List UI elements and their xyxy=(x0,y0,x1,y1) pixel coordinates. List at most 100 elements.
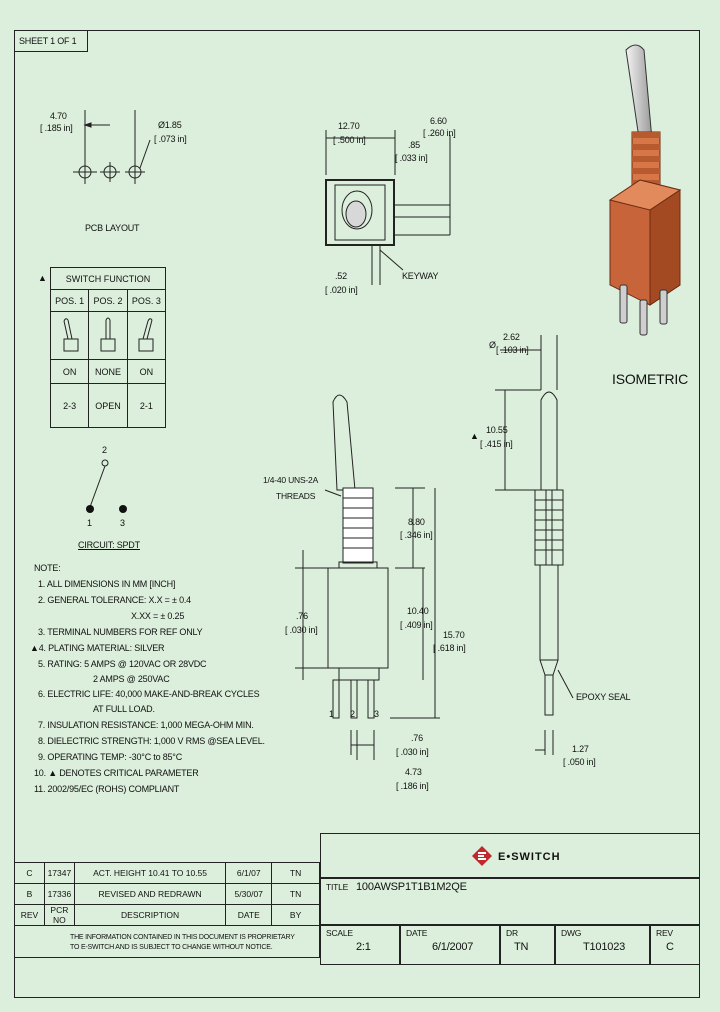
switch-pos1-state: ON xyxy=(49,359,90,384)
revision-table: C 17347 ACT. HEIGHT 10.41 TO 10.55 6/1/0… xyxy=(14,862,320,926)
rev-date: 5/30/07 xyxy=(225,883,273,905)
rev-date: 6/1/07 xyxy=(225,862,273,884)
epoxy-seal-label: EPOXY SEAL xyxy=(576,692,631,702)
scale-value: 2:1 xyxy=(356,941,371,953)
switch-function-marker: ▲ xyxy=(38,273,47,283)
isometric-view xyxy=(608,44,682,336)
rev-by: TN xyxy=(271,883,320,905)
notes-title: NOTE: xyxy=(34,563,61,573)
circuit-pin-3: 3 xyxy=(120,518,125,528)
top-view-drawing xyxy=(325,130,451,285)
lever-height-dim: 10.55 xyxy=(486,425,508,435)
thread-length-dim-in: [ .346 in] xyxy=(400,530,433,540)
rev-header-date: DATE xyxy=(225,904,273,926)
drawn-by-value: TN xyxy=(514,941,529,953)
sheet-frame xyxy=(14,30,700,998)
rev-box xyxy=(650,925,700,965)
lever-height-dim-in: [ .415 in] xyxy=(480,439,513,449)
total-height-dim: 15.70 xyxy=(443,630,465,640)
side-pin-1: 1 xyxy=(329,709,334,719)
date-box xyxy=(400,925,500,965)
rev-header-by: BY xyxy=(271,904,320,926)
switch-pos3-header: POS. 3 xyxy=(126,289,167,312)
switch-pos2-connection: OPEN xyxy=(88,383,128,428)
revision-header-row: REV PCR NO DESCRIPTION DATE BY xyxy=(14,904,320,926)
rev-header-pcr: PCR NO xyxy=(43,904,75,926)
top-dim-c: .52 xyxy=(335,271,347,281)
keyway-label: KEYWAY xyxy=(402,271,439,281)
switch-pos1-connection: 2-3 xyxy=(49,383,90,428)
pcb-pitch-dim-in: [ .185 in] xyxy=(40,123,73,133)
note-3: 3. TERMINAL NUMBERS FOR REF ONLY xyxy=(38,627,203,637)
switch-pos1-header: POS. 1 xyxy=(49,289,90,312)
revision-row: B 17336 REVISED AND REDRAWN 5/30/07 TN xyxy=(14,883,320,905)
rev-description: REVISED AND REDRAWN xyxy=(73,883,227,905)
drawn-by-label: DR xyxy=(506,928,518,938)
eswitch-logo-icon xyxy=(472,846,492,866)
total-height-dim-in: [ .618 in] xyxy=(433,643,466,653)
top-dim-c-in: [ .020 in] xyxy=(325,285,358,295)
lever-height-marker: ▲ xyxy=(470,431,479,441)
dwg-value: T101023 xyxy=(583,941,626,953)
circuit-pin-2: 2 xyxy=(102,445,107,455)
rev-description: ACT. HEIGHT 10.41 TO 10.55 xyxy=(73,862,227,884)
date-label: DATE xyxy=(406,928,428,938)
flange-dim-in: [ .030 in] xyxy=(285,625,318,635)
switch-pos3-connection: 2-1 xyxy=(126,383,167,428)
note-4: ▲4. PLATING MATERIAL: SILVER xyxy=(30,643,165,653)
rev-label: REV xyxy=(656,928,673,938)
pin-pitch-dim-in: [ .186 in] xyxy=(396,781,429,791)
thread-length-dim: 8.80 xyxy=(408,517,425,527)
note-5: 5. RATING: 5 AMPS @ 120VAC OR 28VDC xyxy=(38,659,207,669)
lever-pos2-icon xyxy=(88,311,128,360)
threads-spec: 1/4-40 UNS-2A xyxy=(263,475,319,485)
lever-pos3-icon xyxy=(126,311,167,360)
flange-dim: .76 xyxy=(296,611,308,621)
circuit-label: CIRCUIT: SPDT xyxy=(78,540,140,550)
note-10: 10. ▲ DENOTES CRITICAL PARAMETER xyxy=(34,768,199,778)
top-dim-b: 6.60 xyxy=(430,116,447,126)
note-7: 7. INSULATION RESISTANCE: 1,000 MEGA-OHM… xyxy=(38,720,254,730)
drawing-title: 100AWSP1T1B1M2QE xyxy=(356,881,467,893)
lever-dia-dim-in: [ .103 in] xyxy=(496,345,529,355)
eswitch-logo-text: E•SWITCH xyxy=(498,851,561,863)
rev-code: B xyxy=(14,883,45,905)
lever-pos1-icon xyxy=(49,311,90,360)
top-width-dim-in: [ .500 in] xyxy=(333,135,366,145)
rev-code: C xyxy=(14,862,45,884)
note-2: 2. GENERAL TOLERANCE: X.X = ± 0.4 xyxy=(38,595,191,605)
dwg-label: DWG xyxy=(561,928,582,938)
threads-label: THREADS xyxy=(276,491,316,501)
pin-thickness-dim: 1.27 xyxy=(572,744,589,754)
disclaimer-box xyxy=(14,925,320,958)
pcb-hole-dim-in: [ .073 in] xyxy=(154,134,187,144)
disclaimer-line-1: THE INFORMATION CONTAINED IN THIS DOCUME… xyxy=(70,934,295,941)
top-dim-a-in: [ .033 in] xyxy=(395,153,428,163)
side-view-drawing xyxy=(295,394,440,760)
note-11: 11. 2002/95/EC (ROHS) COMPLIANT xyxy=(34,784,180,794)
pin-width-dim-in: [ .030 in] xyxy=(396,747,429,757)
circuit-pin-1: 1 xyxy=(87,518,92,528)
lever-dia-symbol: Ø xyxy=(489,340,496,350)
date-value: 6/1/2007 xyxy=(432,941,474,953)
switch-pos2-state: NONE xyxy=(88,359,128,384)
pin-pitch-dim: 4.73 xyxy=(405,767,422,777)
sheet-label-box xyxy=(14,30,88,52)
title-box xyxy=(320,878,700,925)
dwg-box xyxy=(555,925,650,965)
switch-pos3-state: ON xyxy=(126,359,167,384)
note-5b: 2 AMPS @ 250VAC xyxy=(93,674,170,684)
top-dim-a: .85 xyxy=(408,140,420,150)
logo-box xyxy=(320,833,700,878)
sheet-label: SHEET 1 OF 1 xyxy=(19,36,77,46)
note-1: 1. ALL DIMENSIONS IN MM [INCH] xyxy=(38,579,176,589)
title-label: TITLE xyxy=(326,882,349,892)
scale-label: SCALE xyxy=(326,928,353,938)
note-6b: AT FULL LOAD. xyxy=(93,704,155,714)
note-8: 8. DIELECTRIC STRENGTH: 1,000 V RMS @SEA… xyxy=(38,736,265,746)
note-9: 9. OPERATING TEMP: -30°C to 85°C xyxy=(38,752,183,762)
note-2b: X.XX = ± 0.25 xyxy=(131,611,185,621)
side-pin-3: 3 xyxy=(374,709,379,719)
rev-pcr: 17336 xyxy=(43,883,75,905)
